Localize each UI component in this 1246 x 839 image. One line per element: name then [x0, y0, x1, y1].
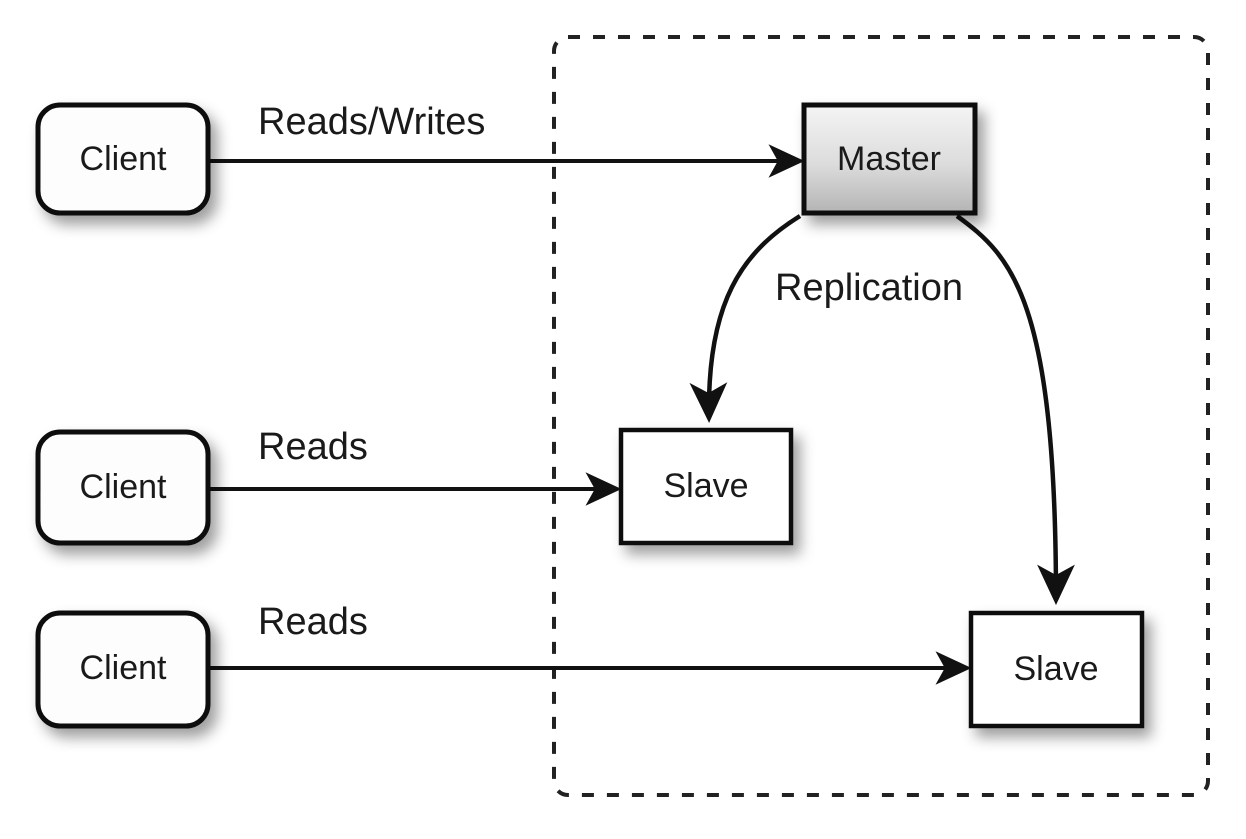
node-master[interactable]: Master [801, 102, 978, 216]
node-slave-1[interactable]: Slave [618, 427, 794, 546]
node-client-1[interactable]: Client [35, 102, 211, 216]
client-2-shape[interactable] [35, 429, 211, 546]
slave-2-shape[interactable] [968, 610, 1145, 729]
edge-label-reads-1: Reads [258, 426, 368, 468]
node-client-3[interactable]: Client [35, 610, 211, 729]
edge-label-reads-2: Reads [258, 601, 368, 643]
slave-1-label: Slave [663, 467, 748, 505]
master-label: Master [837, 140, 941, 178]
client-1-shape[interactable] [35, 102, 211, 216]
edge-master-to-slave2 [955, 214, 1075, 606]
client-2-label: Client [80, 468, 167, 506]
client-3-shape[interactable] [35, 610, 211, 729]
client-1-label: Client [80, 140, 167, 178]
master-shape[interactable] [801, 102, 978, 216]
node-slave-2[interactable]: Slave [968, 610, 1145, 729]
node-client-2[interactable]: Client [35, 429, 211, 546]
edge-label-replication: Replication [775, 267, 963, 309]
slave-2-label: Slave [1013, 650, 1098, 688]
edge-label-reads-writes: Reads/Writes [258, 101, 485, 143]
edge-layer [208, 144, 1075, 685]
client-3-label: Client [80, 649, 167, 687]
edge-master-to-slave1 [689, 214, 802, 424]
slave-1-shape[interactable] [618, 427, 794, 546]
edge-label-layer: Reads/Writes Replication Reads Reads [258, 101, 963, 643]
